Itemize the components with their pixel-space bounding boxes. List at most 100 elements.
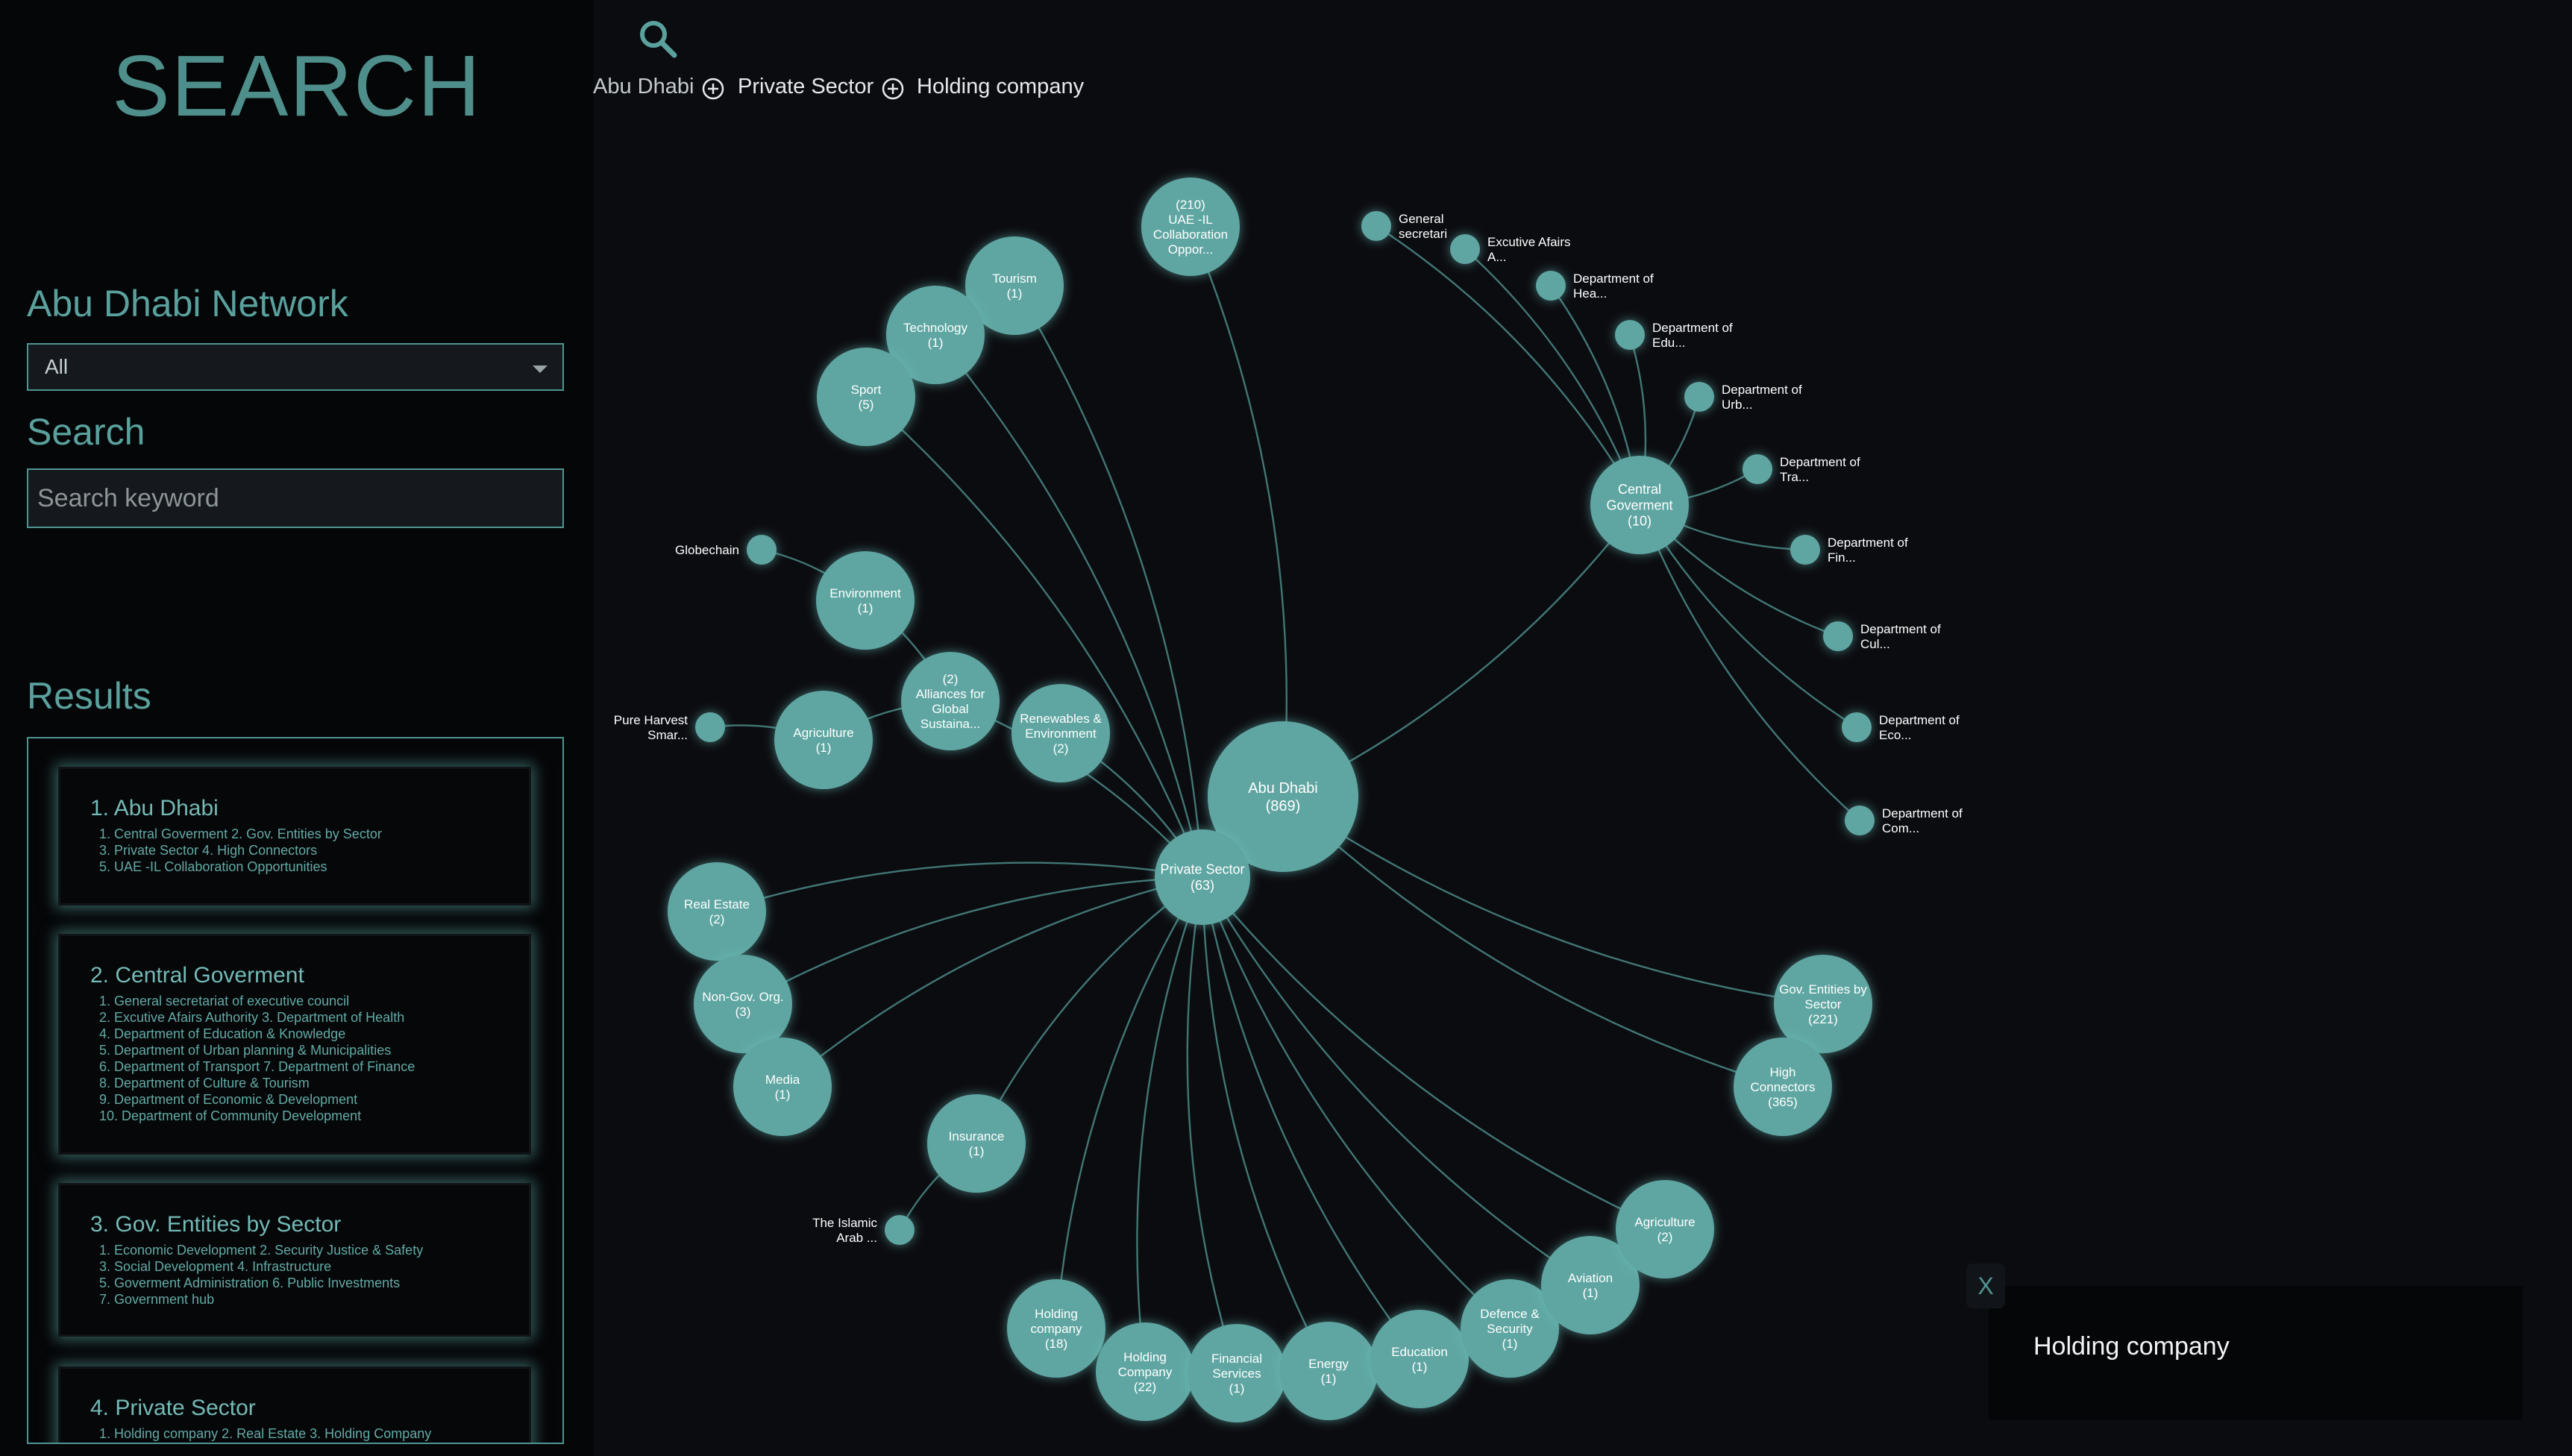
node-label: (2) <box>709 912 725 926</box>
node-circle[interactable] <box>747 535 777 565</box>
node-circle[interactable] <box>1842 712 1872 742</box>
graph-node-l_hea[interactable]: Department ofHea... <box>1536 271 1654 301</box>
results-label: Results <box>27 675 151 717</box>
node-circle[interactable] <box>1734 1038 1832 1136</box>
graph-node-l_tra[interactable]: Department ofTra... <box>1743 454 1860 484</box>
node-circle[interactable] <box>1774 955 1872 1053</box>
node-circle[interactable] <box>927 1094 1026 1193</box>
network-select[interactable]: All <box>27 343 564 391</box>
graph-node-abu[interactable]: Abu Dhabi(869) <box>1208 721 1358 872</box>
result-card[interactable]: 4. Private Sector 1. Holding company 2. … <box>58 1366 531 1443</box>
node-circle[interactable] <box>695 712 725 742</box>
node-circle[interactable] <box>1361 211 1391 241</box>
node-circle[interactable] <box>1845 806 1875 835</box>
graph-node-env[interactable]: Environment(1) <box>816 551 915 650</box>
node-circle[interactable] <box>1615 320 1645 350</box>
graph-node-l_fin[interactable]: Department ofFin... <box>1790 535 1908 565</box>
graph-node-ngo[interactable]: Non-Gov. Org.(3) <box>694 955 792 1053</box>
node-circle[interactable] <box>1370 1310 1469 1408</box>
graph-node-l_com[interactable]: Department ofCom... <box>1845 806 1963 835</box>
node-circle[interactable] <box>816 551 915 650</box>
graph-node-l_edu[interactable]: Department ofEdu... <box>1615 320 1733 350</box>
graph-node-tech[interactable]: Technology(1) <box>886 286 985 384</box>
result-card[interactable]: 3. Gov. Entities by Sector 1. Economic D… <box>58 1183 531 1337</box>
node-circle[interactable] <box>1461 1279 1559 1378</box>
breadcrumb-item[interactable]: Abu Dhabi <box>593 75 694 98</box>
node-circle[interactable] <box>733 1038 832 1136</box>
breadcrumb-item[interactable]: Holding company <box>917 75 1085 98</box>
search-input[interactable] <box>27 468 564 528</box>
node-circle[interactable] <box>1536 271 1566 301</box>
result-card[interactable]: 2. Central Goverment 1. General secretar… <box>58 934 531 1155</box>
graph-node-uae[interactable]: (210)UAE -ILCollaborationOppor... <box>1141 178 1240 276</box>
node-circle[interactable] <box>774 691 873 789</box>
graph-node-alli[interactable]: (2)Alliances forGlobalSustaina... <box>901 652 1000 750</box>
search-icon[interactable] <box>636 16 680 61</box>
node-circle[interactable] <box>1007 1279 1105 1378</box>
node-circle[interactable] <box>817 348 915 446</box>
node-circle[interactable] <box>1188 1324 1286 1422</box>
graph-node-avi[interactable]: Aviation(1) <box>1541 1236 1640 1334</box>
result-card[interactable]: 1. Abu Dhabi 1. Central Goverment 2. Gov… <box>58 767 531 906</box>
node-circle[interactable] <box>1450 234 1480 264</box>
node-label: UAE -IL <box>1168 213 1213 227</box>
node-label: Global <box>932 702 968 716</box>
node-circle[interactable] <box>1541 1236 1640 1334</box>
graph-node-def[interactable]: Defence &Security(1) <box>1461 1279 1559 1378</box>
node-circle[interactable] <box>1823 621 1853 651</box>
breadcrumb-item[interactable]: Private Sector <box>738 75 874 98</box>
graph-node-renew[interactable]: Renewables &Environment(2) <box>1011 684 1110 782</box>
graph-node-l_eco[interactable]: Department ofEco... <box>1842 712 1960 742</box>
graph-node-media[interactable]: Media(1) <box>733 1038 832 1136</box>
node-circle[interactable] <box>965 236 1064 335</box>
node-circle[interactable] <box>1590 456 1689 554</box>
graph-node-energy[interactable]: Energy(1) <box>1279 1322 1378 1420</box>
node-circle[interactable] <box>1011 684 1110 782</box>
node-circle[interactable] <box>694 955 792 1053</box>
close-button[interactable]: X <box>1966 1264 2005 1308</box>
graph-node-sport[interactable]: Sport(5) <box>817 348 915 446</box>
graph-node-agri2[interactable]: Agriculture(2) <box>1616 1180 1714 1278</box>
graph-node-l_urb[interactable]: Department ofUrb... <box>1684 382 1802 412</box>
node-circle[interactable] <box>1141 178 1240 276</box>
node-circle[interactable] <box>1279 1322 1378 1420</box>
graph-node-l_exc[interactable]: Excutive AfairsA... <box>1450 234 1571 264</box>
node-label: (2) <box>943 672 959 686</box>
graph-node-l_glob[interactable]: Globechain <box>675 535 777 565</box>
graph-node-edu[interactable]: Education(1) <box>1370 1310 1469 1408</box>
node-circle[interactable] <box>668 862 766 961</box>
node-circle[interactable] <box>901 652 1000 750</box>
node-label: Fin... <box>1828 550 1856 565</box>
graph-node-l_pure[interactable]: Pure HarvestSmar... <box>614 712 725 742</box>
node-circle[interactable] <box>886 286 985 384</box>
node-circle[interactable] <box>1790 535 1820 565</box>
node-circle[interactable] <box>1684 382 1714 412</box>
node-label: Security <box>1487 1322 1533 1336</box>
node-label: (365) <box>1768 1095 1798 1109</box>
node-label: Tourism <box>992 272 1037 286</box>
graph-node-l_cul[interactable]: Department ofCul... <box>1823 621 1941 651</box>
results-panel[interactable]: 1. Abu Dhabi 1. Central Goverment 2. Gov… <box>27 737 564 1444</box>
node-circle[interactable] <box>1743 454 1772 484</box>
graph-node-tour[interactable]: Tourism(1) <box>965 236 1064 335</box>
node-label: Urb... <box>1722 398 1753 412</box>
node-circle[interactable] <box>1096 1322 1194 1421</box>
node-circle[interactable] <box>1208 721 1358 872</box>
graph-nodes[interactable]: Abu Dhabi(869)Private Sector(63) CentralG… <box>614 178 1963 1422</box>
node-circle[interactable] <box>1616 1180 1714 1278</box>
node-circle[interactable] <box>1155 829 1250 925</box>
graph-node-l_isl[interactable]: The IslamicArab ... <box>812 1215 915 1245</box>
node-circle[interactable] <box>885 1215 915 1245</box>
graph-node-priv[interactable]: Private Sector(63) <box>1155 829 1250 925</box>
graph-node-re[interactable]: Real Estate(2) <box>668 862 766 961</box>
graph-node-ins[interactable]: Insurance(1) <box>927 1094 1026 1193</box>
graph-node-agri1[interactable]: Agriculture(1) <box>774 691 873 789</box>
